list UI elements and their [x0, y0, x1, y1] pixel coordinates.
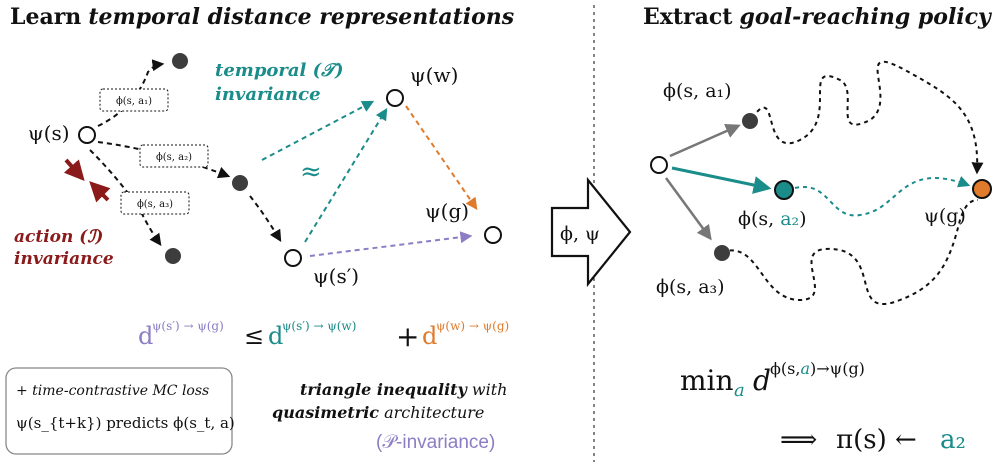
- action-arrow-up: [89, 181, 111, 203]
- ineq-mid-sup: ψ(s′) → ψ(w): [282, 319, 356, 333]
- right-node-s: [650, 156, 668, 174]
- ineq-rhs-sup: ψ(w) → ψ(g): [436, 319, 509, 333]
- action-arrow-down: [63, 158, 85, 181]
- arrow-right-s-to-a1: [669, 123, 741, 158]
- loss-line1: + time-contrastive MC loss: [16, 383, 209, 399]
- phi-a2-label: ϕ(s, a₂): [156, 152, 192, 163]
- action-invariance-line1: action (ℐ): [14, 227, 103, 247]
- label-psi-s: ψ(s): [28, 121, 70, 145]
- policy-min-sub: a: [734, 380, 745, 401]
- arrow-s-to-a1: [97, 59, 165, 127]
- policy-formula: min a d ϕ(s,a)→ψ(g) ⟹ π(s) ← a₂: [680, 359, 966, 455]
- policy-a2: a₂: [940, 425, 966, 455]
- policy-sup: ϕ(s,a)→ψ(g): [770, 359, 865, 378]
- p-invariance: (𝒫-invariance): [376, 432, 495, 453]
- right-node-a2: [774, 180, 794, 200]
- arrow-right-s-to-a3: [664, 177, 712, 241]
- policy-pi: π(s) ←: [836, 425, 917, 455]
- node-a1: [172, 53, 188, 69]
- ineq-plus: +: [396, 320, 419, 353]
- arrow-sprime-to-g: [309, 231, 473, 257]
- arrow-right-s-to-a2: [671, 166, 772, 194]
- arrow-a2-to-w: [261, 100, 375, 161]
- node-psi-sprime: [284, 249, 302, 267]
- temporal-invariance-line1: temporal (𝒯): [215, 60, 343, 81]
- label-psi-sprime: ψ(s′): [313, 264, 359, 288]
- label-psi-g: ψ(g): [425, 199, 469, 223]
- ineq-rhs-d: d: [422, 322, 437, 350]
- temporal-invariance-line2: invariance: [215, 84, 321, 105]
- right-title: Extract goal-reaching policy: [643, 4, 993, 30]
- phi-a3-box: [120, 191, 190, 215]
- right-label-g: ψ(g): [924, 205, 966, 227]
- label-psi-w: ψ(w): [410, 63, 458, 87]
- arrow-sprime-to-w: [304, 107, 388, 243]
- ineq-lhs-sup: ψ(s′) → ψ(g): [152, 319, 224, 333]
- left-title: Learn temporal distance representations: [10, 4, 514, 30]
- node-a3: [165, 248, 181, 264]
- node-psi-s: [78, 126, 96, 144]
- approx-symbol: ≈: [300, 157, 322, 187]
- loss-line2: ψ(s_{t+k}) predicts ϕ(s_t, a): [16, 414, 235, 432]
- right-label-a3: ϕ(s, a₃): [656, 276, 725, 298]
- triangle-line1: triangle inequality with: [300, 380, 507, 399]
- ineq-lhs-d: d: [138, 322, 153, 350]
- node-psi-w: [386, 89, 404, 107]
- path-a1-to-g: [751, 60, 984, 175]
- transfer-arrow-label: ϕ, ψ: [560, 223, 600, 245]
- right-label-a2: ϕ(s, a₂): [738, 208, 807, 230]
- phi-a3-label: ϕ(s, a₃): [137, 199, 173, 210]
- policy-implies: ⟹: [780, 425, 817, 455]
- action-invariance-line2: invariance: [14, 249, 114, 269]
- phi-a1-label: ϕ(s, a₁): [116, 96, 152, 107]
- phi-a2-box: [139, 144, 209, 168]
- big-transfer-arrow: [550, 176, 632, 288]
- arrow-s-to-a3: [89, 149, 162, 246]
- node-a2: [232, 175, 248, 191]
- arrow-a2-to-sprime: [249, 195, 282, 243]
- arrow-w-to-g: [405, 105, 478, 210]
- phi-a1-box: [99, 88, 169, 112]
- policy-min: min: [680, 364, 734, 397]
- right-node-a3: [714, 245, 730, 261]
- right-node-g: [972, 179, 992, 199]
- right-node-a1: [742, 113, 758, 129]
- right-label-a1: ϕ(s, a₁): [663, 80, 732, 102]
- ineq-leq: ≤: [244, 322, 264, 350]
- triangle-line2: quasimetric architecture: [272, 403, 484, 422]
- path-a3-to-g: [721, 199, 979, 306]
- loss-box: [5, 367, 233, 455]
- node-psi-g: [484, 226, 502, 244]
- ineq-mid-d: d: [268, 322, 283, 350]
- triangle-inequality-formula: d ψ(s′) → ψ(g) ≤ d ψ(s′) → ψ(w) + d ψ(w)…: [138, 319, 509, 353]
- policy-d: d: [753, 364, 771, 397]
- path-a2-to-g: [794, 176, 971, 217]
